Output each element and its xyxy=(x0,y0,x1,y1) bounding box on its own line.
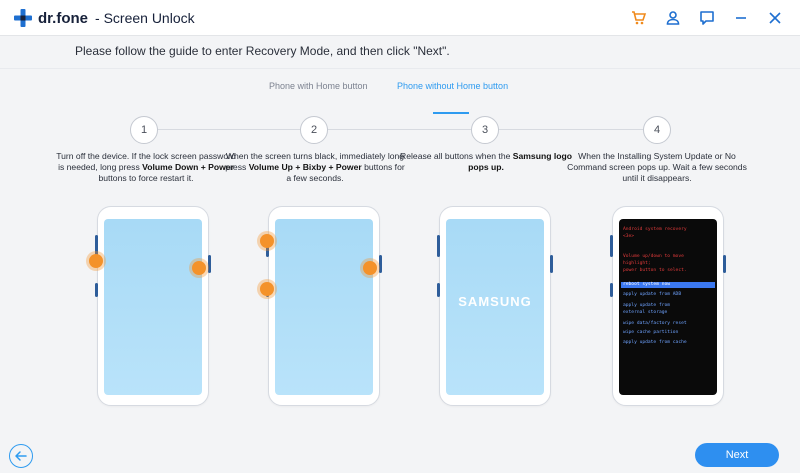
account-icon[interactable] xyxy=(662,7,684,29)
back-arrow-icon xyxy=(15,451,27,461)
recovery-mode-screen: Android system recovery <3e> Volume up/d… xyxy=(619,219,717,395)
recovery-option: apply update from xyxy=(623,303,671,308)
tab-phone-without-home-button[interactable]: Phone without Home button xyxy=(397,81,509,91)
instruction-text: Please follow the guide to enter Recover… xyxy=(75,44,450,58)
app-title: - Screen Unlock xyxy=(95,10,195,26)
volume-up-button xyxy=(95,235,98,257)
samsung-logo: SAMSUNG xyxy=(458,294,532,309)
back-button[interactable] xyxy=(9,444,33,468)
phone-screen xyxy=(275,219,373,395)
active-tab-indicator xyxy=(433,112,469,114)
step-number-2: 2 xyxy=(300,116,328,144)
power-button xyxy=(379,255,382,273)
press-indicator-volume-down xyxy=(89,254,103,268)
recovery-hint-line: power button to select. xyxy=(623,268,687,273)
step-2-description: When the screen turns black, immediately… xyxy=(225,151,405,183)
recovery-option: external storage xyxy=(623,310,668,315)
feedback-icon[interactable] xyxy=(696,7,718,29)
tab-phone-with-home-button[interactable]: Phone with Home button xyxy=(269,81,368,91)
recovery-selected-option: reboot system now xyxy=(621,282,715,288)
bixby-button xyxy=(610,283,613,297)
brand-name: dr.fone xyxy=(38,9,89,27)
close-icon[interactable] xyxy=(764,7,786,29)
power-button xyxy=(208,255,211,273)
step-number-4: 4 xyxy=(643,116,671,144)
volume-button xyxy=(610,235,613,257)
recovery-header-line: Android system recovery xyxy=(623,227,687,232)
step-number-3: 3 xyxy=(471,116,499,144)
step-1-description: Turn off the device. If the lock screen … xyxy=(56,151,236,183)
phone-illustration-3: SAMSUNG xyxy=(437,206,553,406)
phone-illustration-1 xyxy=(95,206,211,406)
recovery-hint-line: Volume up/down to move xyxy=(623,254,684,259)
brand: dr.fone - Screen Unlock xyxy=(14,8,195,28)
step-number-1: 1 xyxy=(130,116,158,144)
phone-illustration-4: Android system recovery <3e> Volume up/d… xyxy=(610,206,726,406)
press-indicator-power xyxy=(192,261,206,275)
step-3-description: Release all buttons when the Samsung log… xyxy=(400,151,572,172)
power-button xyxy=(550,255,553,273)
bixby-button xyxy=(437,283,440,297)
phone-type-tabs: Phone with Home button Phone without Hom… xyxy=(0,81,800,114)
steps-connector xyxy=(145,129,657,130)
phone-illustration-2 xyxy=(266,206,382,406)
recovery-option: wipe cache partition xyxy=(623,330,679,335)
volume-button xyxy=(437,235,440,257)
press-indicator-bixby xyxy=(260,282,274,296)
recovery-option: apply update from ADB xyxy=(623,292,682,297)
drfone-logo-icon xyxy=(14,9,32,27)
volume-down-button xyxy=(95,283,98,297)
guide-panel: Phone with Home button Phone without Hom… xyxy=(0,68,800,473)
press-indicator-power xyxy=(363,261,377,275)
power-button xyxy=(723,255,726,273)
title-bar: dr.fone - Screen Unlock xyxy=(0,0,800,36)
next-button[interactable]: Next xyxy=(695,443,779,467)
phone-screen: SAMSUNG xyxy=(446,219,544,395)
recovery-option: wipe data/factory reset xyxy=(623,321,687,326)
step-4-description: When the Installing System Update or No … xyxy=(567,151,747,183)
press-indicator-volume-up xyxy=(260,234,274,248)
recovery-option: apply update from cache xyxy=(623,340,687,345)
cart-icon[interactable] xyxy=(628,7,650,29)
minimize-icon[interactable] xyxy=(730,7,752,29)
phone-screen xyxy=(104,219,202,395)
recovery-hint-line: highlight; xyxy=(623,261,651,266)
recovery-header-line: <3e> xyxy=(623,234,635,239)
